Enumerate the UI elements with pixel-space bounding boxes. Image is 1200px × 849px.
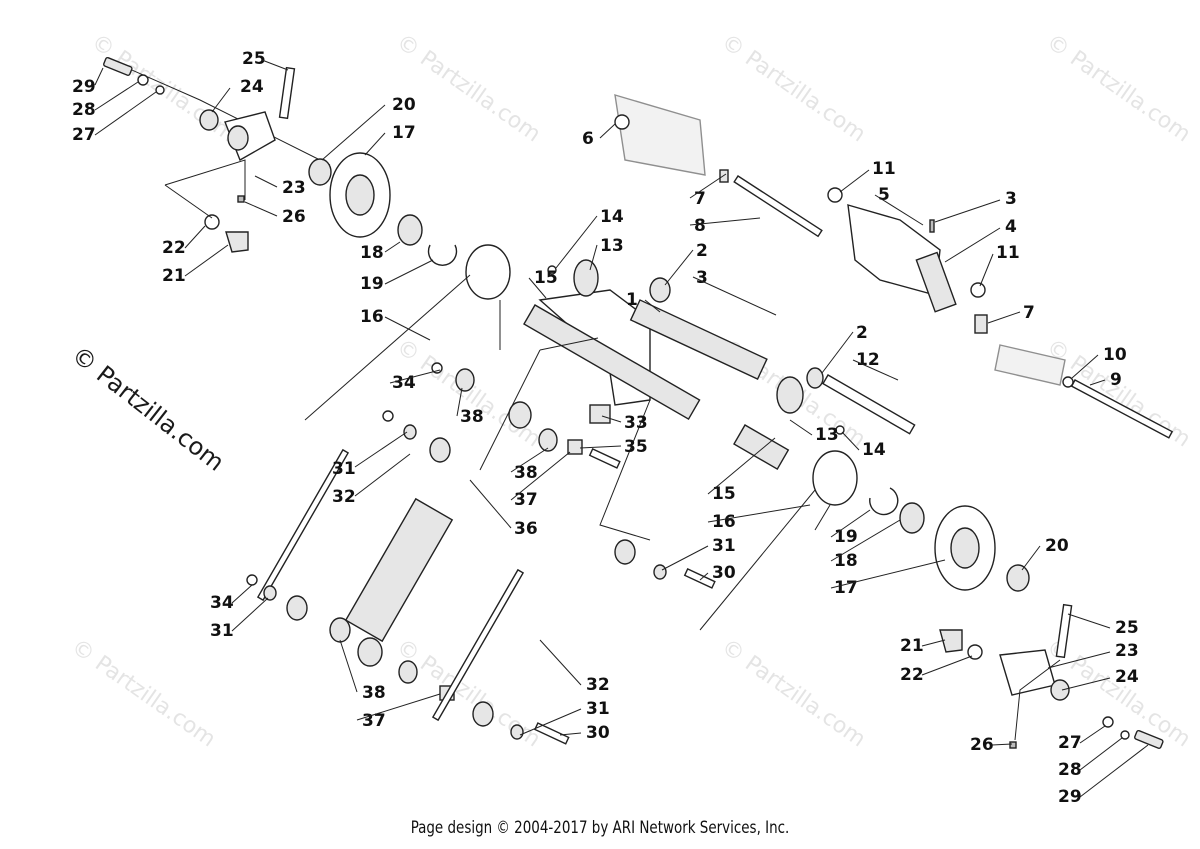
callout-label: 30 xyxy=(712,563,736,583)
callout-label: 7 xyxy=(1023,303,1035,323)
callout-label: 38 xyxy=(362,683,386,703)
centre-arm-assembly xyxy=(523,259,916,471)
callout-label: 3 xyxy=(1005,189,1017,209)
callout-label: 11 xyxy=(872,159,896,179)
watermark: © Partzilla.com xyxy=(67,634,220,752)
callout-label: 25 xyxy=(242,49,266,69)
upper-right-bracket xyxy=(614,94,1174,439)
callout-label: 31 xyxy=(332,459,356,479)
callout-label: 28 xyxy=(72,100,96,120)
callout-label: 19 xyxy=(834,527,858,547)
callout-label: 23 xyxy=(1115,641,1139,661)
callout-label: 37 xyxy=(514,490,538,510)
callout-label: 38 xyxy=(460,407,484,427)
callout-label: 31 xyxy=(586,699,610,719)
callout-label: 32 xyxy=(586,675,610,695)
callout-label: 38 xyxy=(514,463,538,483)
springs xyxy=(304,244,899,631)
callout-label: 28 xyxy=(1058,760,1082,780)
callout-labels: 29 28 27 25 24 20 17 23 26 22 21 18 19 1… xyxy=(72,49,1139,807)
callout-label: 13 xyxy=(600,236,624,256)
callout-label: 36 xyxy=(514,519,538,539)
footer-copyright: Page design © 2004-2017 by ARI Network S… xyxy=(410,818,790,838)
callout-label: 29 xyxy=(1058,787,1082,807)
upper-left-wheel-assembly xyxy=(103,56,458,266)
callout-label: 35 xyxy=(624,437,648,457)
callout-label: 34 xyxy=(210,593,234,613)
callout-label: 17 xyxy=(834,578,858,598)
lower-right-wheel-assembly xyxy=(899,502,1164,749)
callout-label: 23 xyxy=(282,178,306,198)
callout-label: 18 xyxy=(834,551,858,571)
callout-label: 14 xyxy=(862,440,886,460)
callout-label: 18 xyxy=(360,243,384,263)
callout-label: 26 xyxy=(970,735,994,755)
callout-label: 11 xyxy=(996,243,1020,263)
callout-label: 26 xyxy=(282,207,306,227)
callout-label: 27 xyxy=(1058,733,1082,753)
side-watermark: © Partzilla.com xyxy=(66,341,229,477)
callout-label: 3 xyxy=(696,268,708,288)
callout-label: 24 xyxy=(1115,667,1139,687)
callout-label: 9 xyxy=(1110,370,1122,390)
callout-label: 22 xyxy=(900,665,924,685)
watermark: © Partzilla.com xyxy=(717,29,870,147)
callout-label: 16 xyxy=(360,307,384,327)
callout-label: 14 xyxy=(600,207,624,227)
watermark: © Partzilla.com xyxy=(717,634,870,752)
callout-label: 13 xyxy=(815,425,839,445)
callout-label: 20 xyxy=(392,95,416,115)
callout-leaders xyxy=(94,59,1149,798)
callout-label: 32 xyxy=(332,487,356,507)
watermark: © Partzilla.com xyxy=(1042,29,1195,147)
links-and-shock xyxy=(246,337,716,745)
callout-label: 4 xyxy=(1005,217,1017,237)
callout-label: 6 xyxy=(582,129,594,149)
exploded-artwork xyxy=(103,56,1174,749)
callout-label: 19 xyxy=(360,274,384,294)
callout-label: 5 xyxy=(878,185,890,205)
callout-label: 7 xyxy=(694,189,706,209)
callout-label: 27 xyxy=(72,125,96,145)
callout-label: 16 xyxy=(712,512,736,532)
callout-label: 21 xyxy=(162,266,186,286)
callout-label: 20 xyxy=(1045,536,1069,556)
callout-label: 29 xyxy=(72,77,96,97)
callout-label: 24 xyxy=(240,77,264,97)
callout-label: 21 xyxy=(900,636,924,656)
callout-label: 37 xyxy=(362,711,386,731)
callout-label: 12 xyxy=(856,350,880,370)
callout-label: 22 xyxy=(162,238,186,258)
callout-label: 1 xyxy=(626,290,638,310)
callout-label: 34 xyxy=(392,373,416,393)
callout-label: 8 xyxy=(694,216,706,236)
callout-label: 25 xyxy=(1115,618,1139,638)
callout-label: 17 xyxy=(392,123,416,143)
callout-label: 31 xyxy=(712,536,736,556)
callout-label: 2 xyxy=(696,241,708,261)
callout-label: 2 xyxy=(856,323,868,343)
callout-label: 10 xyxy=(1103,345,1127,365)
callout-label: 33 xyxy=(624,413,648,433)
callout-label: 31 xyxy=(210,621,234,641)
callout-label: 15 xyxy=(534,268,558,288)
callout-label: 30 xyxy=(586,723,610,743)
callout-label: 15 xyxy=(712,484,736,504)
